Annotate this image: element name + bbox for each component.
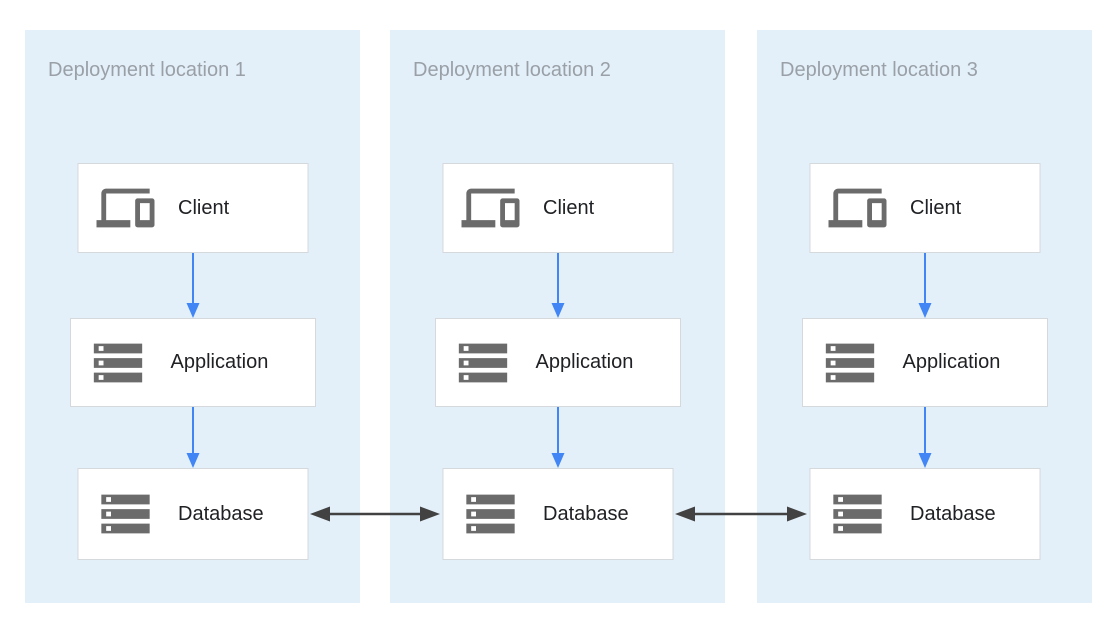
replication-arrow-database2-database3	[674, 502, 808, 526]
server-stack-icon	[89, 334, 147, 392]
client-node: Client	[77, 163, 308, 253]
server-stack-icon	[828, 485, 886, 543]
node-label: Application	[535, 351, 634, 373]
panel-title: Deployment location 2	[413, 59, 611, 81]
database-node: Database	[809, 468, 1040, 560]
flow-arrow-client-to-application	[550, 253, 566, 318]
node-label: Application	[170, 351, 269, 373]
server-stack-icon	[821, 334, 879, 392]
client-node: Client	[809, 163, 1040, 253]
panel-title: Deployment location 1	[48, 59, 246, 81]
server-stack-icon	[96, 485, 154, 543]
database-node: Database	[77, 468, 308, 560]
replication-arrow-database1-database2	[309, 502, 441, 526]
node-label: Client	[543, 196, 595, 219]
devices-icon	[96, 179, 154, 237]
server-stack-icon	[461, 485, 519, 543]
application-node: Application	[69, 318, 316, 407]
panel-title: Deployment location 3	[780, 59, 978, 81]
application-node: Application	[801, 318, 1048, 407]
node-label: Database	[178, 502, 264, 525]
deployment-location-panel-2: Deployment location 2 Client Application…	[390, 30, 725, 603]
node-label: Database	[910, 502, 996, 525]
application-node: Application	[434, 318, 681, 407]
deployment-location-panel-1: Deployment location 1 Client Application…	[25, 30, 360, 603]
flow-arrow-application-to-database	[917, 407, 933, 468]
node-label: Application	[902, 351, 1001, 373]
server-stack-icon	[454, 334, 512, 392]
flow-arrow-application-to-database	[185, 407, 201, 468]
devices-icon	[828, 179, 886, 237]
node-label: Database	[543, 502, 629, 525]
devices-icon	[461, 179, 519, 237]
client-node: Client	[442, 163, 673, 253]
node-label: Client	[910, 196, 962, 219]
flow-arrow-application-to-database	[550, 407, 566, 468]
node-label: Client	[178, 196, 230, 219]
deployment-location-panel-3: Deployment location 3 Client Application…	[757, 30, 1092, 603]
flow-arrow-client-to-application	[185, 253, 201, 318]
database-node: Database	[442, 468, 673, 560]
flow-arrow-client-to-application	[917, 253, 933, 318]
